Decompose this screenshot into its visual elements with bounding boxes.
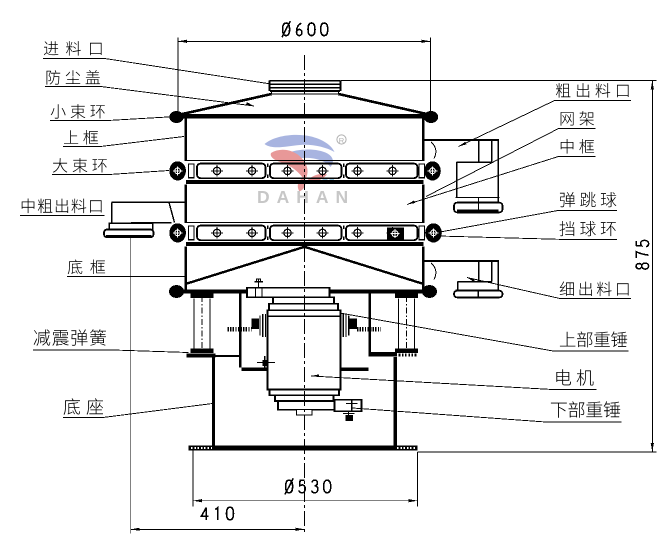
svg-text:DAHAN: DAHAN [257, 187, 355, 207]
svg-text:R: R [339, 136, 345, 145]
